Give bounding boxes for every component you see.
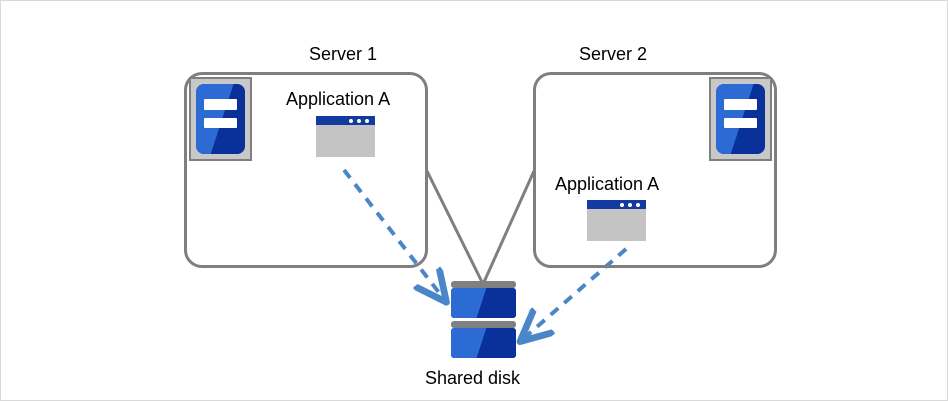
server-2-application-window-icon [587, 200, 646, 241]
server-chip-bar-1 [724, 99, 757, 110]
server-2-title: Server 2 [579, 44, 648, 64]
server-2-to-disk-link [482, 170, 536, 283]
server-chip-bar-2 [204, 117, 237, 129]
server-1-server-icon [189, 77, 252, 161]
app-a-server-1-access-arrow [342, 168, 444, 299]
server-chip [716, 84, 765, 154]
server-1-application-label: Application A [286, 89, 391, 109]
window-dot-2 [357, 118, 361, 123]
server-2-server-icon [709, 77, 772, 161]
server-chip-bar-2 [724, 117, 757, 129]
server-1-to-disk-link [425, 170, 484, 283]
disk-platter-bar-2 [451, 321, 516, 328]
disk-platter-body-1 [451, 288, 516, 318]
app-a-server-2-access-arrow [523, 247, 628, 339]
server-chip [196, 84, 245, 154]
window-dot-1 [349, 118, 353, 123]
disk-platter-bar-1 [451, 281, 516, 288]
server-2-application-label: Application A [555, 174, 660, 194]
server-1-box[interactable] [184, 72, 428, 268]
window-dot-1 [620, 202, 624, 207]
disk-platter-body-2 [451, 328, 516, 358]
server-chip-bar-1 [204, 99, 237, 110]
server-1-title: Server 1 [309, 44, 378, 64]
server-2-box[interactable] [533, 72, 777, 268]
application-window-titlebar [587, 200, 646, 209]
disk-platter-sheen [451, 288, 516, 318]
shared-disk-icon[interactable] [451, 281, 516, 361]
shared-disk-label: Shared disk [425, 368, 521, 388]
window-dot-3 [365, 118, 369, 123]
window-dot-2 [628, 202, 632, 207]
application-window-titlebar [316, 116, 375, 125]
disk-platter-sheen [451, 328, 516, 358]
window-dot-3 [636, 202, 640, 207]
server-1-application-window-icon [316, 116, 375, 157]
